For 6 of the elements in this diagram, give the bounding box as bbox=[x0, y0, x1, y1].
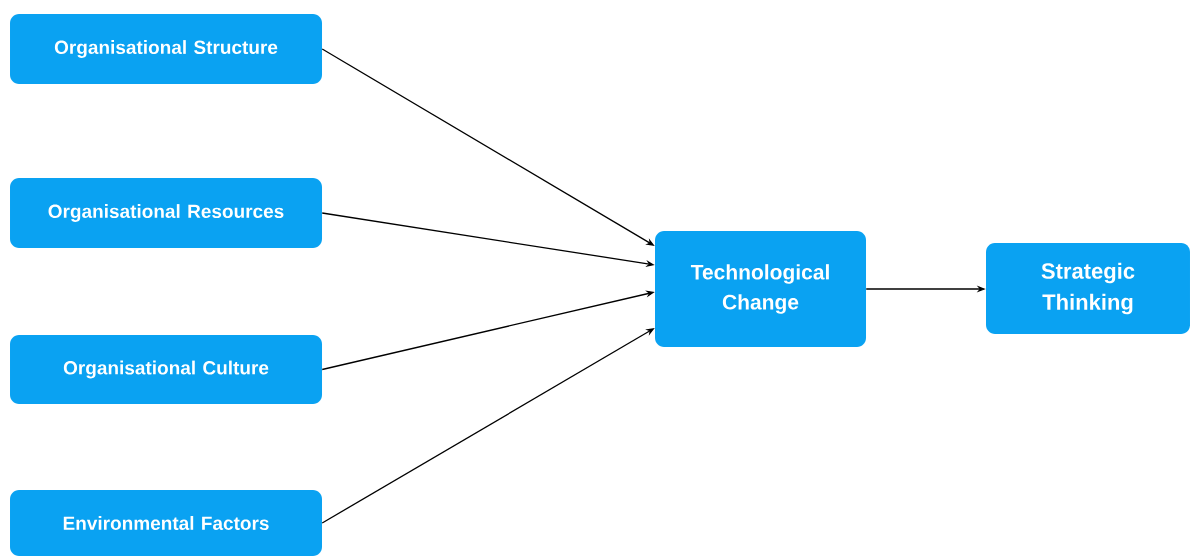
process-box: Organisational Structure bbox=[10, 14, 322, 84]
process-box: Environmental Factors bbox=[10, 490, 322, 556]
process-box: Organisational Culture bbox=[10, 335, 322, 404]
process-box: Technological Change bbox=[655, 231, 866, 347]
process-box: Organisational Resources bbox=[10, 178, 322, 248]
process-box: Strategic Thinking bbox=[986, 243, 1190, 334]
